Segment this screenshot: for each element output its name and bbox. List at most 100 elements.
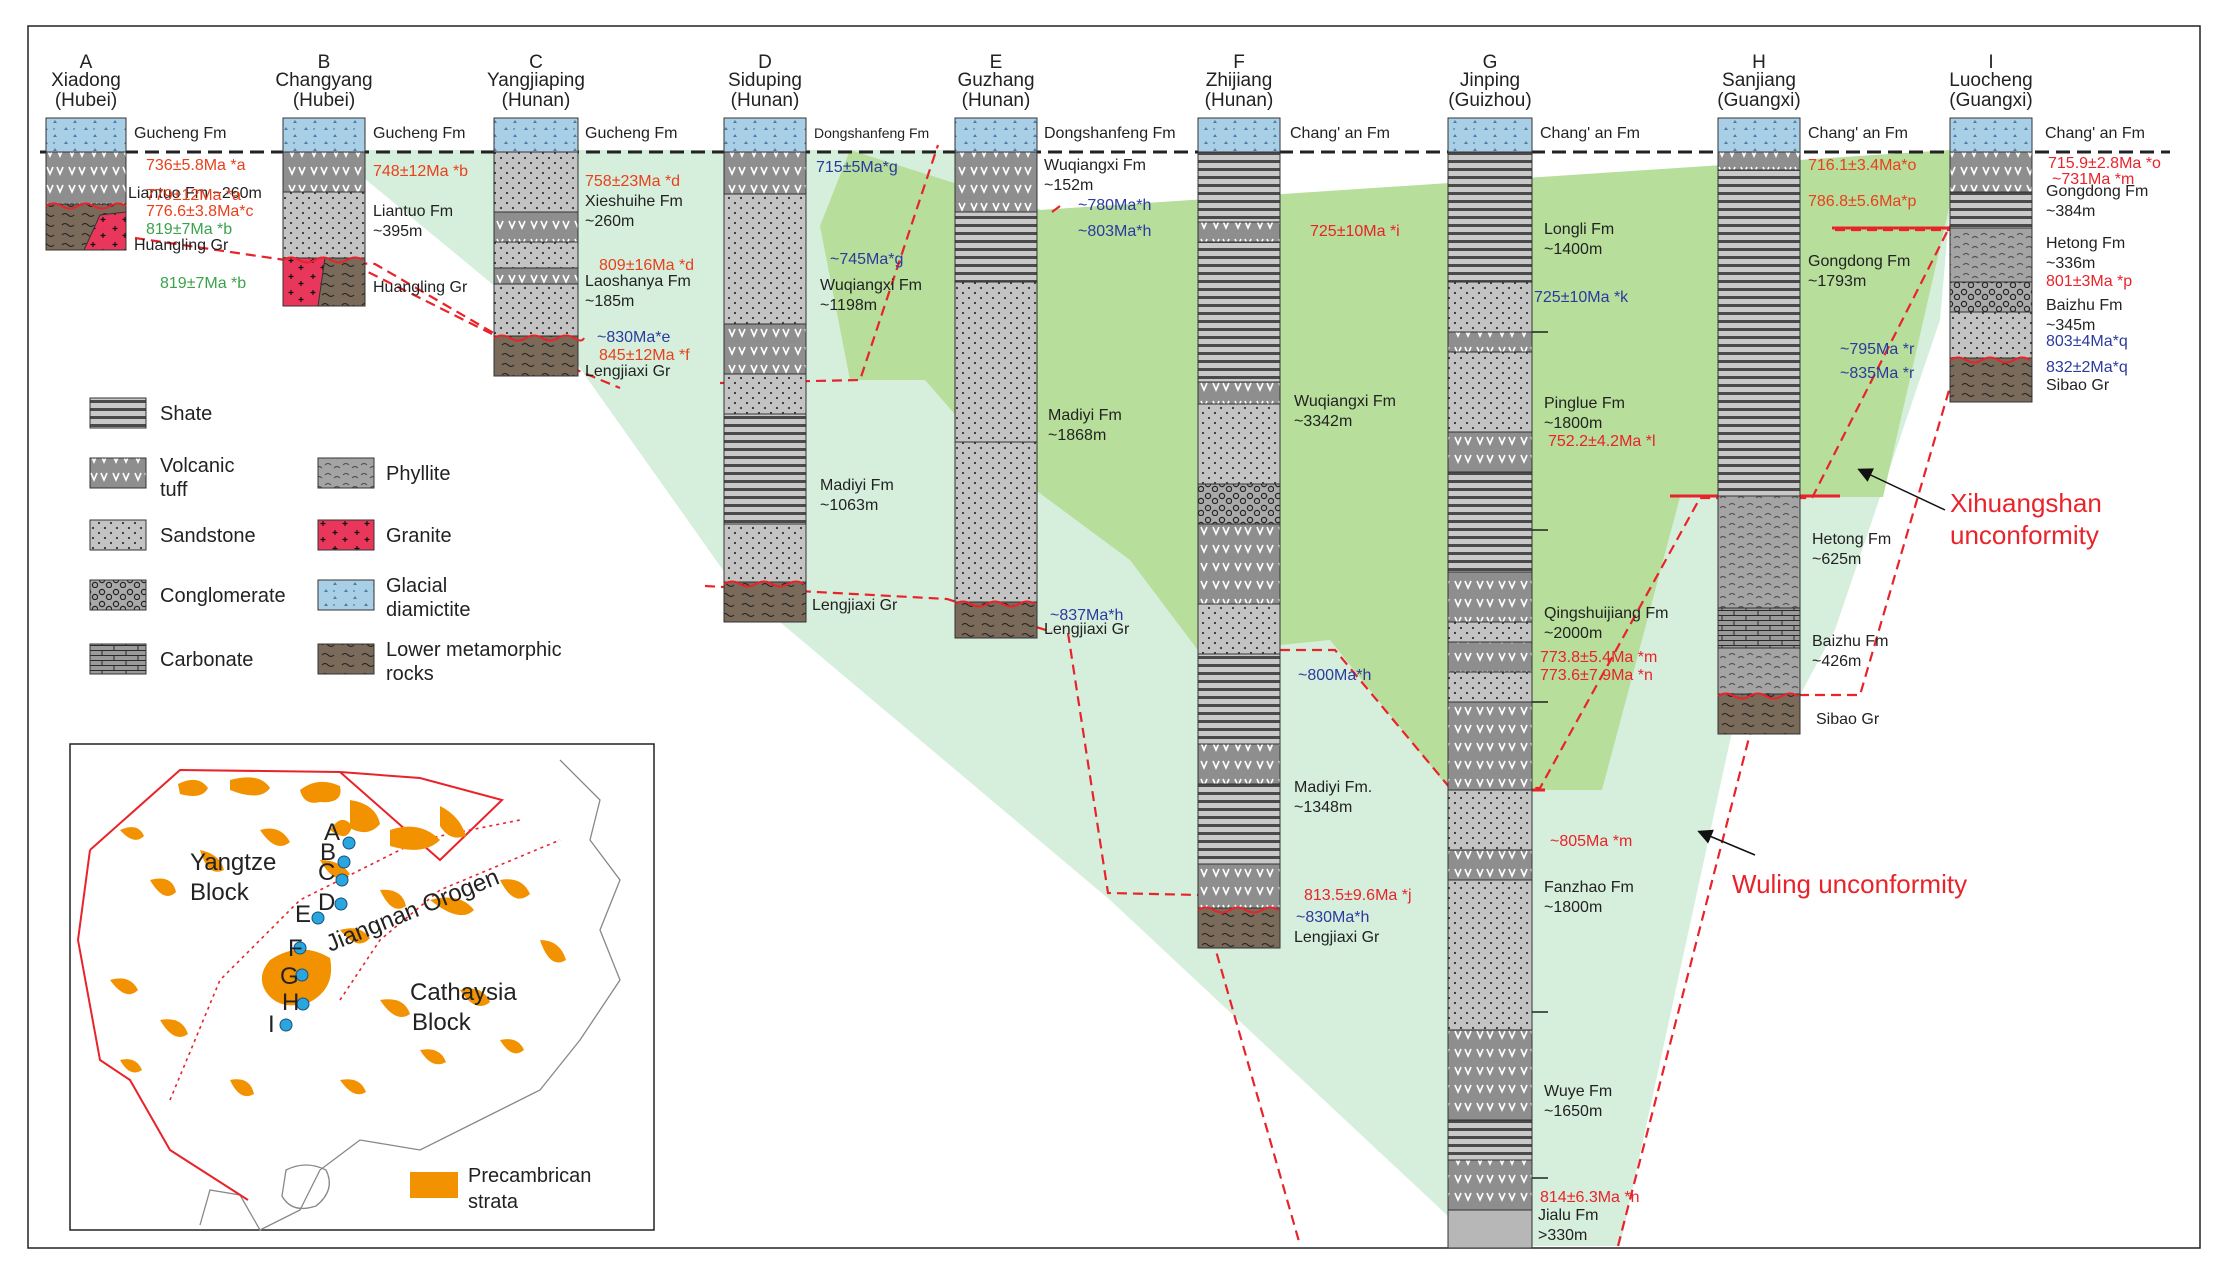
fm-e-madiyi-1: Madiyi Fm — [1048, 407, 1122, 424]
fm-g-jialu-1: Jialu Fm — [1538, 1207, 1598, 1224]
fm-g-qingshui-1: Qingshuijiang Fm — [1544, 605, 1669, 622]
age-g3: 773.8±5.4Ma *m — [1540, 649, 1657, 666]
site-d-dot — [334, 897, 348, 911]
age-f3: 813.5±9.6Ma *j — [1304, 887, 1412, 904]
col-a-top-fm: Gucheng Fm — [134, 125, 226, 142]
legend-swatch-carbonate — [89, 643, 147, 675]
fm-c-laoshanya-2: ~185m — [585, 293, 634, 310]
boundary-west — [76, 849, 249, 1201]
fm-a-huangling: Huangling Gr — [134, 237, 229, 254]
age-i4: 803±4Ma*q — [2046, 333, 2128, 350]
fm-g-wuye-2: ~1650m — [1544, 1103, 1602, 1120]
age-i1: 715.9±2.8Ma *o — [2048, 155, 2161, 172]
age-b2: 819±7Ma *b — [160, 275, 246, 292]
boundary-north — [89, 768, 504, 862]
legend-swatch-phyllite — [317, 457, 375, 489]
age-g1: 725±10Ma *k — [1534, 289, 1629, 306]
fm-h-sibao: Sibao Gr — [1816, 711, 1880, 728]
col-c-province: (Hunan) — [502, 90, 571, 111]
fm-b-liantuo-2: ~395m — [373, 223, 422, 240]
fm-g-fanzhao-2: ~1800m — [1544, 899, 1602, 916]
col-a-letter: A — [80, 52, 93, 73]
col-d-letter: D — [758, 52, 772, 73]
fm-e-wuqiangxi-1: Wuqiangxi Fm — [1044, 157, 1146, 174]
legend-swatch-tuff — [89, 457, 147, 489]
fm-i-gongdong-1: Gongdong Fm — [2046, 183, 2148, 200]
fm-i-baizhu-2: ~345m — [2046, 317, 2095, 334]
age-c3: ~830Ma*e — [597, 329, 670, 346]
fm-e-wuqiangxi-2: ~152m — [1044, 177, 1093, 194]
age-e1: ~780Ma*h — [1078, 197, 1151, 214]
age-h1: 716.1±3.4Ma*o — [1808, 157, 1917, 174]
site-d-label: D — [318, 889, 335, 916]
map-key-swatch — [410, 1172, 458, 1198]
legend: Shate Volcanic tuff Sandstone Conglomera… — [89, 397, 562, 685]
fm-e-madiyi-2: ~1868m — [1048, 427, 1106, 444]
formation-labels: Liantuo Fm ~260m Huangling Gr Liantuo Fm… — [128, 157, 2148, 1244]
col-b-top-fm: Gucheng Fm — [373, 125, 465, 142]
age-d1: 715±5Ma*g — [816, 159, 898, 176]
orogen-boundary-south — [339, 839, 561, 1001]
site-e-dot — [311, 911, 325, 925]
xihuangshan-label-1: Xihuangshan — [1950, 488, 2102, 518]
fm-g-fanzhao-1: Fanzhao Fm — [1544, 879, 1634, 896]
age-e2: ~803Ma*h — [1078, 223, 1151, 240]
age-h2: 786.8±5.6Ma*p — [1808, 193, 1917, 210]
map-cathaysia-2: Block — [412, 1009, 472, 1036]
age-g2: 752.2±4.2Ma *l — [1548, 433, 1656, 450]
site-e-label: E — [295, 901, 311, 928]
col-g-province: (Guizhou) — [1448, 90, 1531, 111]
legend-label-shale: Shate — [160, 403, 212, 425]
fm-c-lengjiaxi: Lengjiaxi Gr — [585, 363, 671, 380]
site-i-dot — [279, 1018, 293, 1032]
unconformity-callouts: Xihuangshan unconformity Wuling unconfor… — [1697, 468, 2102, 899]
fm-d-wuqiangxi-2: ~1198m — [820, 297, 877, 314]
fm-d-lengjiaxi: Lengjiaxi Gr — [812, 597, 898, 614]
site-labels: A B C D E F G H I — [268, 819, 340, 1038]
age-c4: 845±12Ma *f — [599, 347, 690, 364]
col-b-province: (Hubei) — [293, 90, 355, 111]
age-g4: 773.6±7.9Ma *n — [1540, 667, 1653, 684]
site-h-dot — [296, 997, 310, 1011]
column-e — [954, 117, 1038, 639]
age-a2: 779±12Ma *a — [146, 187, 241, 204]
fm-i-hetong-2: ~336m — [2046, 255, 2095, 272]
coastline — [199, 759, 621, 1231]
column-c — [493, 117, 585, 377]
legend-swatch-shale — [89, 397, 147, 429]
legend-swatch-metamorphic — [317, 643, 375, 675]
age-i5: 832±2Ma*q — [2046, 359, 2128, 376]
fm-f-madiyi-1: Madiyi Fm. — [1294, 779, 1372, 796]
fm-h-hetong-1: Hetong Fm — [1812, 531, 1891, 548]
column-g — [1447, 117, 1533, 1249]
fm-f-wuqiangxi-2: ~3342m — [1294, 413, 1352, 430]
column-f — [1197, 117, 1281, 949]
col-c-name: Yangjiaping — [487, 70, 585, 91]
col-g-top-fm: Chang' an Fm — [1540, 125, 1640, 142]
column-g-ticks — [1532, 331, 1548, 1179]
col-a-province: (Hubei) — [55, 90, 117, 111]
fm-g-longli-2: ~1400m — [1544, 241, 1602, 258]
legend-label-sandstone: Sandstone — [160, 525, 256, 547]
age-b1: 748±12Ma *b — [373, 163, 468, 180]
age-f4: ~830Ma*h — [1296, 909, 1369, 926]
xihuangshan-label-2: unconformity — [1950, 520, 2099, 550]
column-headers: A Xiadong (Hubei) B Changyang (Hubei) C … — [51, 52, 2033, 111]
legend-swatch-conglomerate — [89, 579, 147, 611]
col-d-top-fm: Dongshanfeng Fm — [814, 125, 929, 141]
site-a-label: A — [324, 819, 340, 846]
legend-label-glacial-1: Glacial — [386, 575, 447, 597]
figure-border — [27, 25, 2201, 1249]
legend-label-granite: Granite — [386, 525, 452, 547]
col-i-top-fm: Chang' an Fm — [2045, 125, 2145, 142]
col-d-name: Siduping — [728, 70, 802, 91]
fm-d-madiyi-1: Madiyi Fm — [820, 477, 894, 494]
map-key-label-2: strata — [468, 1191, 519, 1213]
fm-g-jialu-2: >330m — [1538, 1227, 1587, 1244]
fm-e-lengjiaxi: Lengjiaxi Gr — [1044, 621, 1130, 638]
orogen-boundary-north — [169, 819, 521, 1101]
wuling-unconformity-line — [134, 236, 1954, 1247]
site-c-label: C — [318, 859, 335, 886]
map-yangtze-2: Block — [190, 879, 250, 906]
